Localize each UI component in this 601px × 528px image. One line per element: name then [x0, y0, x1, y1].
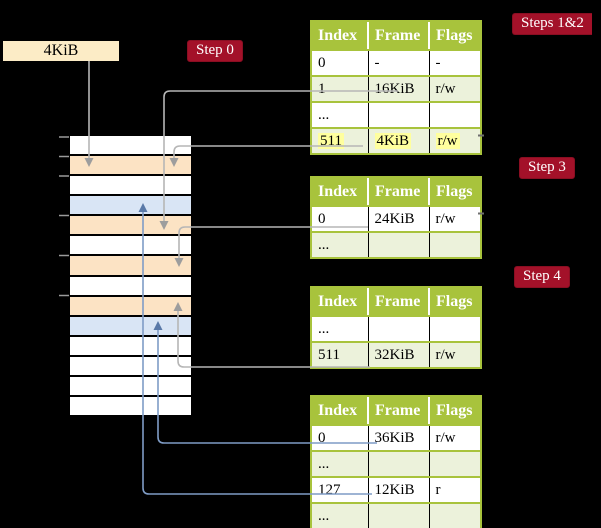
column-header-frame: Frame — [367, 20, 429, 51]
memory-row-12 — [70, 356, 191, 375]
memory-row-14 — [70, 397, 191, 416]
cell-frame: 36KiB — [367, 424, 429, 452]
memory-row-5 — [70, 216, 191, 235]
cell-index: ... — [310, 101, 368, 129]
highlighted-value: 4KiB — [374, 132, 412, 149]
memory-row-10 — [70, 316, 191, 335]
column-header-flags: Flags — [428, 286, 482, 317]
cell-index: 511 — [310, 341, 368, 369]
cell-frame — [367, 315, 429, 343]
cell-flags: r/w — [428, 75, 482, 103]
table-row: ... — [310, 231, 482, 259]
badge-step-4: Step 4 — [514, 266, 570, 288]
cell-frame: - — [367, 49, 429, 77]
memory-row-2 — [70, 156, 191, 175]
memory-row-4 — [70, 196, 191, 215]
memory-row-8 — [70, 276, 191, 295]
cell-flags — [428, 101, 482, 129]
column-header-frame: Frame — [367, 176, 429, 207]
badge-step-3: Step 3 — [519, 157, 575, 179]
cell-flags: - — [428, 49, 482, 77]
page-table-steps-1-2: Index Frame Flags 0 - - 1 16KiB r/w ... … — [310, 20, 482, 155]
table-header-row: Index Frame Flags — [310, 286, 482, 317]
memory-row-3 — [70, 176, 191, 195]
page-table-step-4: Index Frame Flags ... 511 32KiB r/w — [310, 286, 482, 369]
cell-frame: 16KiB — [367, 75, 429, 103]
frame-label-text: 4KiB — [43, 42, 79, 59]
cell-flags: r — [428, 476, 482, 504]
cell-frame — [367, 101, 429, 129]
table-row: ... — [310, 101, 482, 129]
cell-index: 511 — [310, 127, 368, 155]
table-row-highlighted: 511 4KiB r/w — [310, 127, 482, 155]
cell-index: 127 — [310, 476, 368, 504]
column-header-index: Index — [310, 286, 368, 317]
cell-frame — [367, 450, 429, 478]
column-header-frame: Frame — [367, 286, 429, 317]
table-row: 0 - - — [310, 49, 482, 77]
column-header-frame: Frame — [367, 395, 429, 426]
memory-row-1 — [70, 136, 191, 155]
table-header-row: Index Frame Flags — [310, 20, 482, 51]
badge-steps-1-2: Steps 1&2 — [512, 13, 592, 35]
highlighted-value: r/w — [435, 132, 460, 149]
page-table-step-3: Index Frame Flags 0 24KiB r/w ... — [310, 176, 482, 259]
column-header-flags: Flags — [428, 176, 482, 207]
column-header-flags: Flags — [428, 395, 482, 426]
page-table-final: Index Frame Flags 0 36KiB r/w ... 127 12… — [310, 395, 482, 528]
cell-frame: 4KiB — [367, 127, 429, 155]
table-header-row: Index Frame Flags — [310, 176, 482, 207]
cell-flags — [428, 502, 482, 528]
cell-flags — [428, 315, 482, 343]
cell-frame — [367, 502, 429, 528]
cell-flags: r/w — [428, 424, 482, 452]
cell-frame: 32KiB — [367, 341, 429, 369]
cell-index: ... — [310, 315, 368, 343]
table-row: ... — [310, 450, 482, 478]
table-row: 127 12KiB r — [310, 476, 482, 504]
column-header-index: Index — [310, 395, 368, 426]
cell-index: 0 — [310, 424, 368, 452]
cell-index: 0 — [310, 205, 368, 233]
table-row: ... — [310, 502, 482, 528]
memory-row-6 — [70, 236, 191, 255]
table-row: 0 36KiB r/w — [310, 424, 482, 452]
cell-flags: r/w — [428, 127, 482, 155]
cell-index: 0 — [310, 49, 368, 77]
frame-label-box: 4KiB — [3, 41, 119, 61]
cell-index: 1 — [310, 75, 368, 103]
memory-column — [70, 136, 191, 416]
memory-row-9 — [70, 296, 191, 315]
frame-boundary-ticks — [59, 136, 69, 297]
memory-row-7 — [70, 256, 191, 275]
cell-flags — [428, 231, 482, 259]
cell-flags: r/w — [428, 205, 482, 233]
cell-index: ... — [310, 231, 368, 259]
table-row: ... — [310, 315, 482, 343]
cell-frame — [367, 231, 429, 259]
table-header-row: Index Frame Flags — [310, 395, 482, 426]
column-header-flags: Flags — [428, 20, 482, 51]
badge-step-0: Step 0 — [187, 40, 243, 62]
column-header-index: Index — [310, 176, 368, 207]
memory-row-13 — [70, 376, 191, 396]
cell-frame: 12KiB — [367, 476, 429, 504]
cell-index: ... — [310, 502, 368, 528]
table-row: 0 24KiB r/w — [310, 205, 482, 233]
cell-flags: r/w — [428, 341, 482, 369]
highlighted-value: 511 — [318, 132, 344, 149]
cell-frame: 24KiB — [367, 205, 429, 233]
memory-row-11 — [70, 336, 191, 355]
cell-flags — [428, 450, 482, 478]
column-header-index: Index — [310, 20, 368, 51]
cell-index: ... — [310, 450, 368, 478]
table-row: 511 32KiB r/w — [310, 341, 482, 369]
table-row: 1 16KiB r/w — [310, 75, 482, 103]
